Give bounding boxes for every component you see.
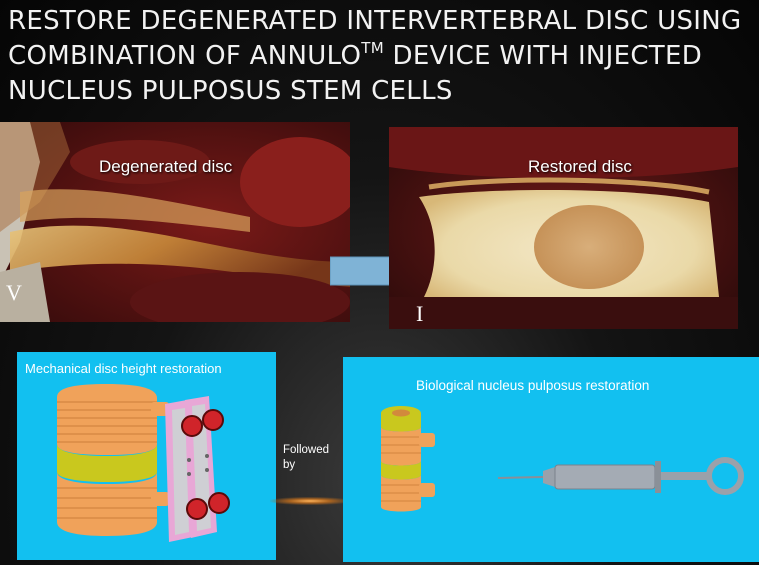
restored-disc-photo: Restored disc I [389, 127, 738, 329]
title-line-2: combination of AnnuloTM device with inje… [8, 39, 753, 74]
mechanical-restoration-label: Mechanical disc height restoration [25, 361, 222, 376]
vertebra-mark-v: V [6, 280, 22, 305]
annulo-device-illustration [57, 384, 230, 542]
title-line-2-end: device with injected [383, 41, 703, 71]
mechanical-restoration-panel: Mechanical disc height restoration [17, 352, 276, 560]
degenerated-disc-label: Degenerated disc [99, 157, 233, 176]
biological-restoration-panel: Biological nucleus pulposus restoration [343, 357, 759, 562]
slide-title: Restore degenerated intervertebral disc … [8, 4, 753, 109]
biological-restoration-label: Biological nucleus pulposus restoration [416, 378, 650, 393]
vertebra-mark-i: I [416, 301, 424, 326]
followed-by-text: Followed by [283, 443, 329, 473]
followed-line-2: by [283, 459, 296, 471]
followed-line-1: Followed [283, 444, 330, 456]
restored-disc-label: Restored disc [528, 157, 632, 176]
title-line-1: Restore degenerated intervertebral disc … [8, 6, 742, 36]
title-line-2-start: combination of Annulo [8, 41, 362, 71]
stem-cell-injection-illustration [381, 406, 744, 512]
degenerated-disc-photo: Degenerated disc V [0, 122, 350, 322]
title-line-3: Nucleus pulposus stem cells [8, 76, 453, 106]
trademark-superscript: TM [361, 39, 384, 57]
glow-divider [270, 497, 350, 505]
